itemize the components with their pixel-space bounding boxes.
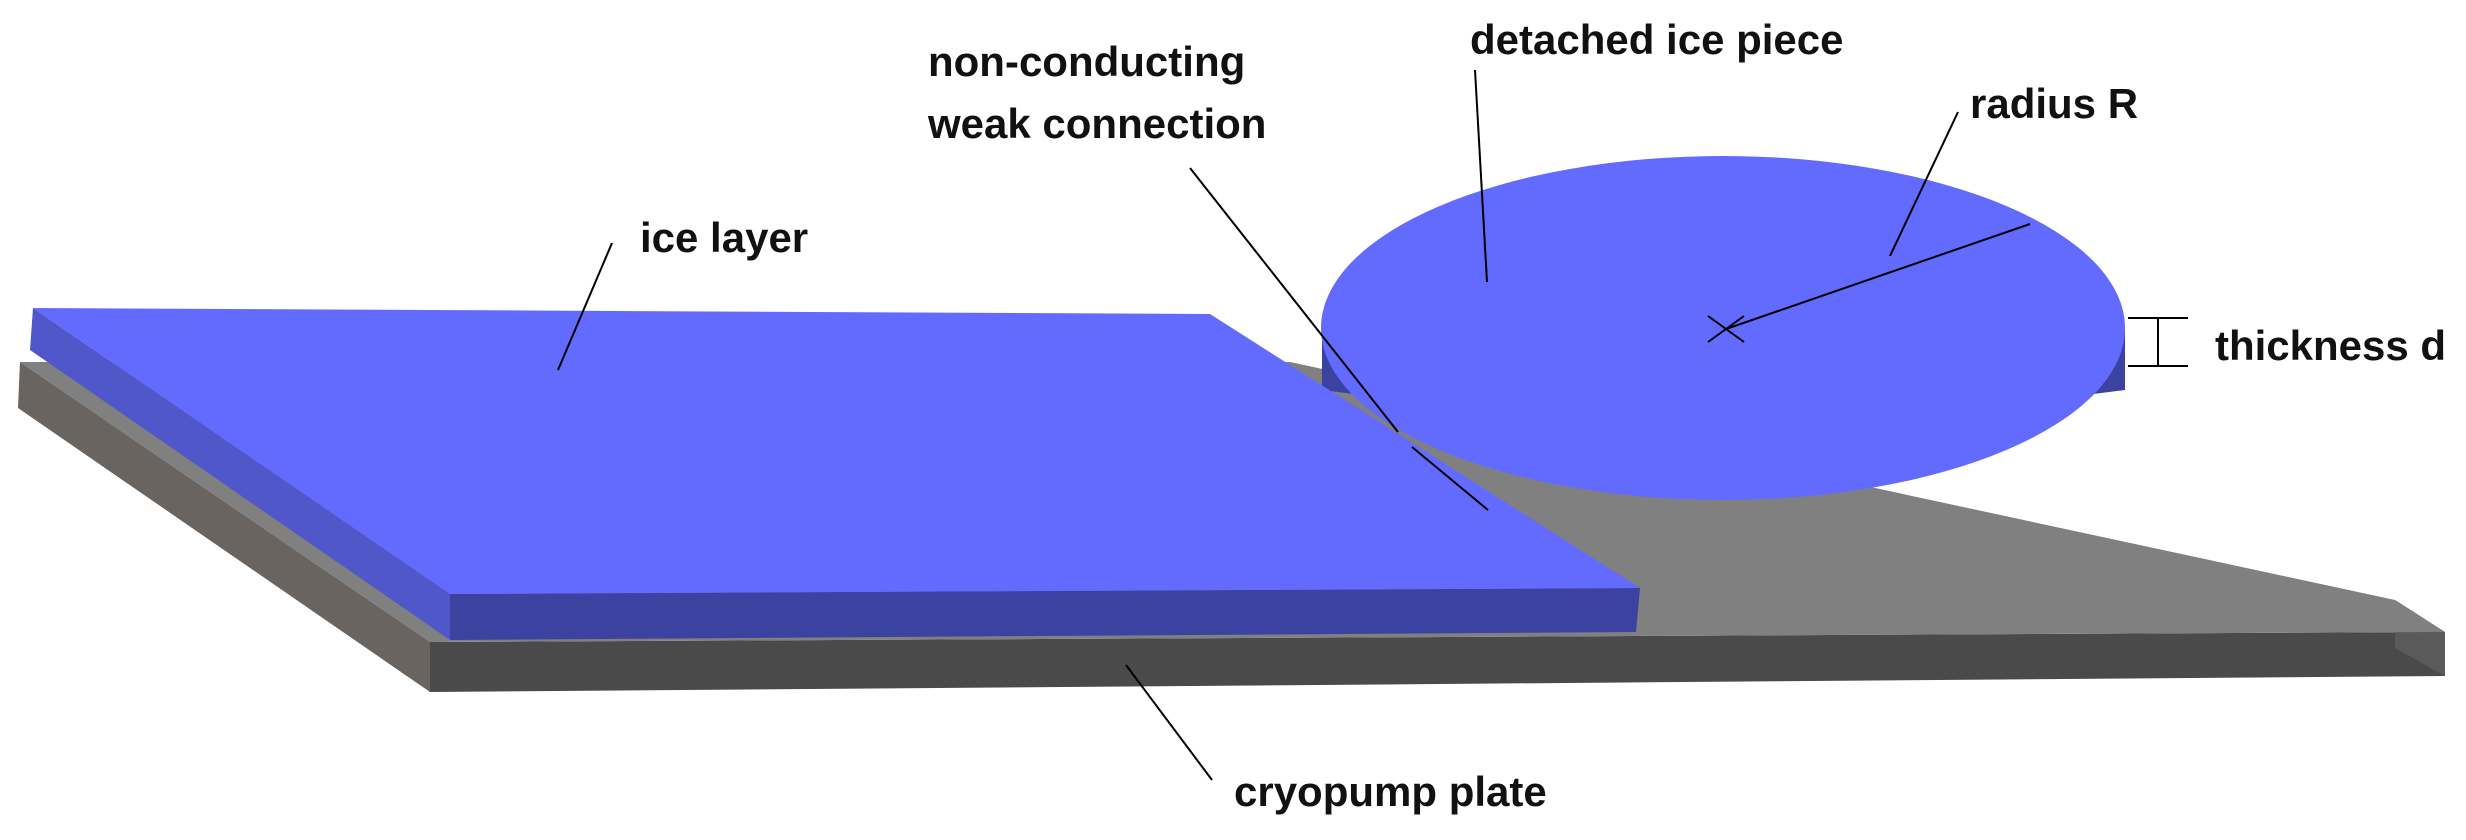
ice-layer-left-face (30, 308, 450, 640)
detached-ice-piece-label: detached ice piece (1470, 16, 1844, 63)
thickness-indicator (2128, 317, 2188, 367)
ice-layer-label: ice layer (640, 214, 808, 261)
cryopump-plate-front-face (430, 632, 2445, 692)
ice-layer (30, 308, 1640, 640)
cryopump-plate-leader (1125, 664, 1213, 781)
weak-connection-leader-lower (1411, 446, 1489, 511)
weak-connection-leader (1189, 167, 1399, 433)
ice-layer-leader (557, 242, 613, 371)
leader-lines (557, 69, 1959, 781)
ice-layer-top-face (33, 308, 1640, 594)
radius-indicator (1707, 223, 2031, 343)
radius-line (1725, 223, 2031, 330)
detached-ice-piece-leader (1474, 69, 1488, 283)
radius-label: radius R (1970, 80, 2138, 127)
non-conducting-label-line2: weak connection (927, 100, 1266, 147)
thickness-label: thickness d (2215, 322, 2446, 369)
ice-layer-front-face (450, 588, 1640, 640)
cryopump-plate-left-face (18, 362, 430, 692)
radius-leader (1889, 111, 1959, 257)
non-conducting-label-line1: non-conducting (928, 38, 1245, 85)
cryopump-plate-label: cryopump plate (1234, 768, 1547, 815)
